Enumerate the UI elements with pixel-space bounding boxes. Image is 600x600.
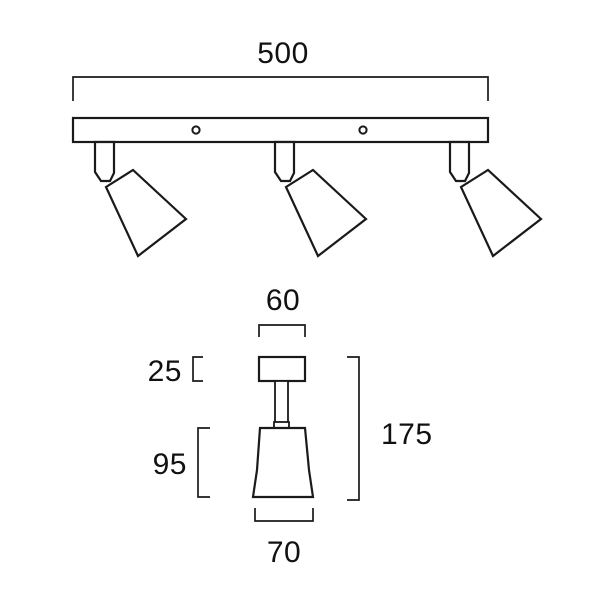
- spotlight-shade-1: [104, 168, 188, 258]
- label-plate-width: 60: [266, 284, 300, 317]
- label-shade-base-width: 70: [267, 536, 301, 569]
- top-view-group: [71, 76, 543, 258]
- label-plate-height: 25: [148, 355, 182, 388]
- dimension-bracket-500: [72, 76, 489, 101]
- label-shade-height: 95: [153, 448, 187, 481]
- bottom-view-group: [192, 324, 360, 522]
- screw-hole-left: [191, 125, 201, 135]
- dimension-bracket-95: [197, 427, 210, 498]
- spotlight-stem-2: [273, 140, 296, 183]
- spotlight-shade-3: [459, 168, 543, 258]
- spotlight-stem-3: [448, 140, 471, 183]
- dimension-labels-group: 500 60 25 95 175 70: [148, 37, 433, 569]
- dimension-bracket-60: [258, 324, 306, 337]
- label-total-height: 175: [381, 418, 433, 451]
- screw-hole-right: [358, 125, 368, 135]
- spotlight-stem-1: [93, 140, 116, 183]
- spotlight-head-1: [93, 140, 188, 258]
- ceiling-plate: [257, 355, 307, 383]
- spotlight-head-3: [448, 140, 543, 258]
- dimension-bar-width: [72, 76, 489, 101]
- dimension-bracket-175: [347, 356, 360, 501]
- mounting-bar: [71, 116, 490, 144]
- dimension-bracket-25: [192, 356, 203, 382]
- side-view-stem: [274, 380, 289, 424]
- label-bar-width: 500: [257, 37, 309, 70]
- spotlight-head-2: [273, 140, 368, 258]
- side-view-shade: [251, 426, 315, 499]
- dimension-bracket-70: [254, 508, 314, 522]
- spotlight-shade-2: [284, 168, 368, 258]
